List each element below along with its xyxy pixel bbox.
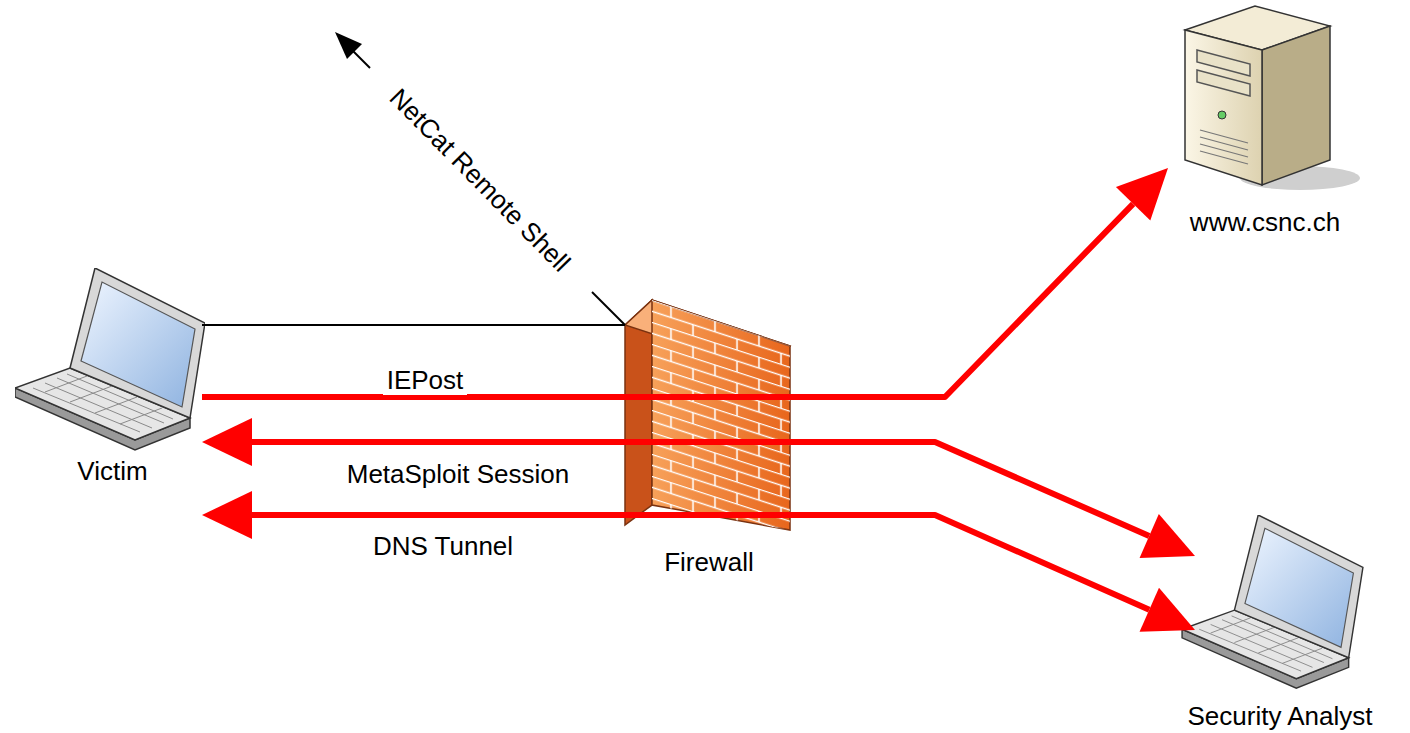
- node-label: Firewall: [625, 547, 793, 577]
- analyst-laptop: Security Analyst: [1180, 515, 1380, 731]
- edge-label: MetaSploit Session: [343, 459, 574, 489]
- edge-label: IEPost: [383, 365, 468, 395]
- firewall-wall: Firewall: [625, 295, 793, 577]
- link-line: [202, 325, 625, 326]
- node-label: www.csnc.ch: [1170, 207, 1360, 237]
- node-label: Security Analyst: [1180, 701, 1380, 731]
- victim-laptop: Victim: [15, 268, 210, 486]
- flow-arrow: [202, 418, 1195, 558]
- flow-arrow: [202, 491, 1195, 632]
- node-label: Victim: [15, 456, 210, 486]
- edge-label: DNS Tunnel: [369, 531, 517, 561]
- flow-arrow: [202, 168, 1168, 397]
- link-label: NetCat Remote Shell: [381, 80, 579, 281]
- web-server: www.csnc.ch: [1170, 5, 1360, 237]
